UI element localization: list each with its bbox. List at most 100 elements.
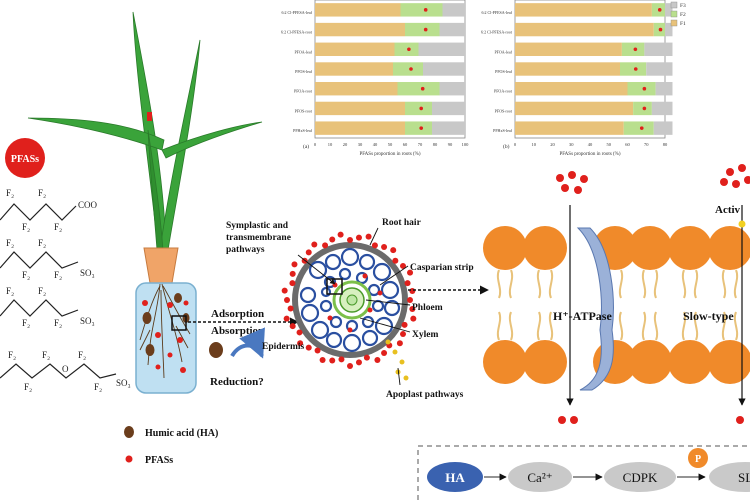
- pathways-label: pathways: [226, 245, 265, 255]
- bar-segment: [315, 22, 405, 37]
- pfas-marker: [658, 27, 663, 32]
- legend-swatch: [670, 1, 678, 9]
- bar-segment: [315, 82, 398, 96]
- cortex-cell: [329, 315, 343, 329]
- f2-label: F₂: [24, 382, 32, 392]
- pfas-legend-label: PFASs: [145, 455, 173, 466]
- pfas-marker: [642, 86, 647, 91]
- category-label: PFHxS-leaf: [293, 128, 313, 133]
- root-hair-pfas-dot: [381, 244, 388, 251]
- category-label: PFOS-leaf: [495, 69, 513, 74]
- x-tick-label: 90: [448, 142, 453, 147]
- lipid-tail: [536, 269, 542, 299]
- bar-segment: [515, 101, 634, 116]
- lipid-tail: [681, 311, 687, 341]
- humic-legend-label: Humic acid (HA): [145, 428, 218, 439]
- cortex-cell: [299, 286, 317, 304]
- apoplast-label: Apoplast pathways: [386, 390, 464, 400]
- root-hair-pfas-dot: [409, 305, 416, 312]
- cortex-cell: [371, 299, 385, 313]
- category-label: PFOA-leaf: [494, 49, 512, 54]
- root-hair-pfas-dot: [297, 340, 304, 347]
- x-tick-label: 40: [588, 142, 593, 147]
- bar-segment: [651, 101, 673, 116]
- zoom-box: [171, 315, 187, 331]
- category-label: 6:2 Cl-PFESA-root: [281, 30, 313, 35]
- apoplast-particles: [385, 339, 409, 381]
- lipid-tail: [693, 269, 699, 299]
- cortex-cell: [338, 267, 352, 281]
- root-hair-pfas-dot: [401, 321, 408, 328]
- category-label: PFOA-root: [294, 89, 313, 94]
- acid-group-so3: SO₃: [80, 268, 95, 278]
- activ-label: Activ: [715, 204, 741, 216]
- cortex-cell: [374, 316, 394, 336]
- root-hair-pfas-dot: [289, 270, 296, 277]
- pfas-marker: [420, 86, 425, 91]
- lipid-tail: [508, 269, 514, 299]
- root-hair-label: Root hair: [382, 218, 422, 228]
- root-hair-pfas-dot: [305, 344, 312, 351]
- bar-segment: [515, 42, 622, 56]
- x-tick-label: 0: [514, 142, 517, 147]
- f2-label: F₂: [42, 350, 50, 360]
- cortex-cell: [380, 280, 400, 300]
- cortex-cell: [361, 329, 379, 347]
- phospholipid-head: [668, 226, 712, 270]
- root-hair-pfas-dot: [289, 280, 296, 287]
- cortex-cell: [367, 283, 381, 297]
- sl-node-label: SL: [738, 470, 750, 485]
- root-hair-pfas-dot: [329, 236, 336, 243]
- lipid-tail: [721, 311, 727, 341]
- phospholipid-head: [628, 340, 672, 384]
- pfas-marker: [657, 8, 662, 12]
- root-hair-pfas-dot: [390, 247, 397, 254]
- root-hair-pfas-dot: [355, 359, 362, 366]
- bar-segment: [400, 3, 443, 17]
- root-hair-pfas-dot: [284, 297, 290, 303]
- cdpk-node: [604, 462, 676, 492]
- cortex-cell: [361, 315, 375, 329]
- root-hair-pfas-dot: [396, 340, 403, 347]
- f2-label: F₂: [54, 318, 62, 328]
- bar-segment: [515, 62, 620, 76]
- root-hair-pfas-dot: [404, 280, 411, 287]
- h-atpase-label: H⁺-ATPase: [553, 309, 612, 323]
- category-label: PFHxS-leaf: [493, 128, 513, 133]
- bar-segment: [315, 62, 393, 76]
- root-hair-pfas-dot: [347, 237, 353, 243]
- transmembrane-label: transmembrane: [226, 233, 291, 243]
- panel-label: (a): [303, 143, 309, 150]
- root-hair-pfas-dot: [322, 242, 329, 249]
- humic-legend-icon: [124, 426, 134, 438]
- membrane-pfas: [556, 164, 750, 424]
- cortex-cell: [358, 253, 376, 271]
- structure-chain-2: [0, 251, 79, 269]
- figure-legend: Humic acid (HA) PFASs: [124, 426, 218, 466]
- lipid-tail: [536, 311, 542, 341]
- root-hair-pfas-dot: [371, 242, 378, 249]
- bar-segment: [515, 3, 652, 17]
- root-hair-pfas: [281, 231, 417, 369]
- phospholipid-head: [523, 226, 567, 270]
- leader-lines: [297, 227, 411, 386]
- legend-label: F2: [680, 12, 686, 18]
- category-label: PFOA-root: [494, 89, 513, 94]
- bar-segment: [627, 82, 656, 96]
- root-hair-pfas-dot: [347, 363, 353, 369]
- lipid-tail: [733, 269, 739, 299]
- legend-swatch: [670, 10, 678, 18]
- reduction-arrow: [230, 327, 265, 359]
- phosphate-label: P: [695, 454, 701, 465]
- ca-node-label: Ca²⁺: [527, 470, 552, 485]
- bar-segment: [418, 42, 465, 56]
- f2-label: F₂: [94, 382, 102, 392]
- x-tick-label: 20: [550, 142, 555, 147]
- structure-chain-3: [0, 299, 79, 317]
- lipid-tail: [693, 311, 699, 341]
- x-tick-label: 40: [373, 142, 378, 147]
- x-axis-label: PFASs proportion in roots (%): [359, 152, 420, 157]
- root-hair-pfas-dot: [392, 257, 399, 264]
- phospholipid-head: [523, 340, 567, 384]
- pfas-marker: [423, 27, 428, 32]
